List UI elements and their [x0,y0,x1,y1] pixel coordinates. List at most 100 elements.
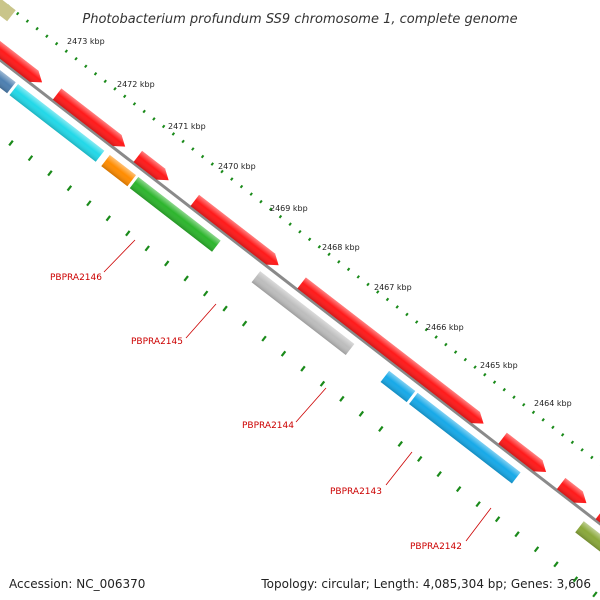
leader-line [295,387,327,423]
forward-gene-shading [190,194,279,266]
ruler-tick [183,275,189,282]
gene-label: PBPRA2142 [410,542,462,552]
leader-line [185,303,217,339]
ruler-dot [307,237,312,242]
ruler-dot [54,41,59,46]
ruler-dot [327,252,331,257]
ruler-tick [455,486,462,493]
ruler-dot [541,417,545,422]
ruler-dot [288,222,292,227]
ruler-dot [395,305,399,309]
reverse-gene-shading [409,392,521,484]
ruler-tick [417,455,423,463]
ruler-dot [492,380,497,384]
ruler-dot [249,192,253,196]
ruler-dot [376,290,380,294]
ruler-dot [531,410,536,415]
ruler-dot [122,94,127,99]
tick-label: 2466 kbp [426,323,464,332]
forward-gene-shading [498,432,547,472]
gene-label: PBPRA2145 [131,337,183,347]
ruler-dot [25,19,30,23]
ruler-tick [241,320,248,327]
ruler-tick [397,440,403,447]
ruler-tick [592,591,598,598]
tick-label: 2468 kbp [322,243,360,252]
ruler-tick [319,380,326,387]
ruler-tick [47,170,53,177]
leader-line [103,239,136,273]
ruler-tick [125,230,131,237]
ruler-tick [261,335,267,342]
ruler-tick [553,561,559,568]
ruler-dot [424,327,429,332]
reverse-gene-shading [0,41,16,94]
ruler-dot [483,372,487,377]
ruler-tick [105,215,112,222]
ruler-dot [317,244,322,249]
accession-text: Accession: NC_006370 [9,577,146,591]
ruler-dot [113,87,117,91]
forward-gene-shading [0,23,43,83]
tick-label: 2469 kbp [270,204,308,213]
tick-label: 2471 kbp [168,122,206,131]
ruler-dot [463,357,468,362]
ruler-tick [8,140,14,147]
gene-labels: PBPRA2146 PBPRA2145 PBPRA2144 PBPRA2143 … [50,239,492,552]
ruler-dot [512,395,516,400]
ruler-dot [560,433,565,437]
ruler-dot [45,34,49,38]
ruler-dot [570,440,575,445]
ruler-dot [385,297,390,302]
ruler-dot [346,267,351,272]
ruler-dot [74,56,78,61]
tick-label: 2464 kbp [534,399,572,408]
tick-label: 2473 kbp [67,37,105,46]
ruler-dot [161,124,166,129]
ruler-dot [132,102,137,106]
ruler-tick [144,245,150,252]
ruler-dot [230,177,234,181]
ruler-dot [337,260,341,264]
tick-label: 2470 kbp [218,162,256,171]
ruler-tick [164,260,170,267]
ruler-dot [414,320,419,324]
ruler-tick [494,516,501,523]
ruler-tick [572,576,579,583]
gene-label: PBPRA2146 [50,273,102,283]
ruler-dot [152,117,156,121]
ruler-dot [191,147,195,151]
tick-label: 2465 kbp [480,361,518,370]
ruler-tick [436,470,442,478]
ruler-dot [103,79,107,84]
leader-line [465,507,492,542]
gene-label: PBPRA2144 [242,421,294,431]
leader-line [385,451,413,486]
reverse-gene-shading [380,370,416,403]
ruler-dot [444,342,448,347]
ruler-dot [259,199,263,204]
forward-strand-genes [0,23,600,556]
offscreen-gene-block [0,0,16,22]
ruler-dot [239,184,244,189]
ruler-tick [202,290,209,297]
ruler-dot [590,455,594,460]
ruler-tick [66,185,73,192]
map-title: Photobacterium profundum SS9 chromosome … [82,12,517,27]
ruler-dot [278,214,283,219]
chromosome-backbone [0,34,600,563]
forward-gene-shading [133,150,169,181]
ruler-tick [475,501,481,508]
reverse-gene-shading [251,271,355,356]
reverse-gene-shading [129,177,221,252]
ruler-tick [514,531,520,538]
ruler-dot [181,139,185,144]
ruler-tick [378,425,384,432]
reverse-gene-shading [575,521,600,579]
ruler-tick [533,546,540,553]
tick-labels: 2473 kbp 2472 kbp 2471 kbp 2470 kbp 2469… [67,37,572,408]
ruler-dot [434,335,438,339]
